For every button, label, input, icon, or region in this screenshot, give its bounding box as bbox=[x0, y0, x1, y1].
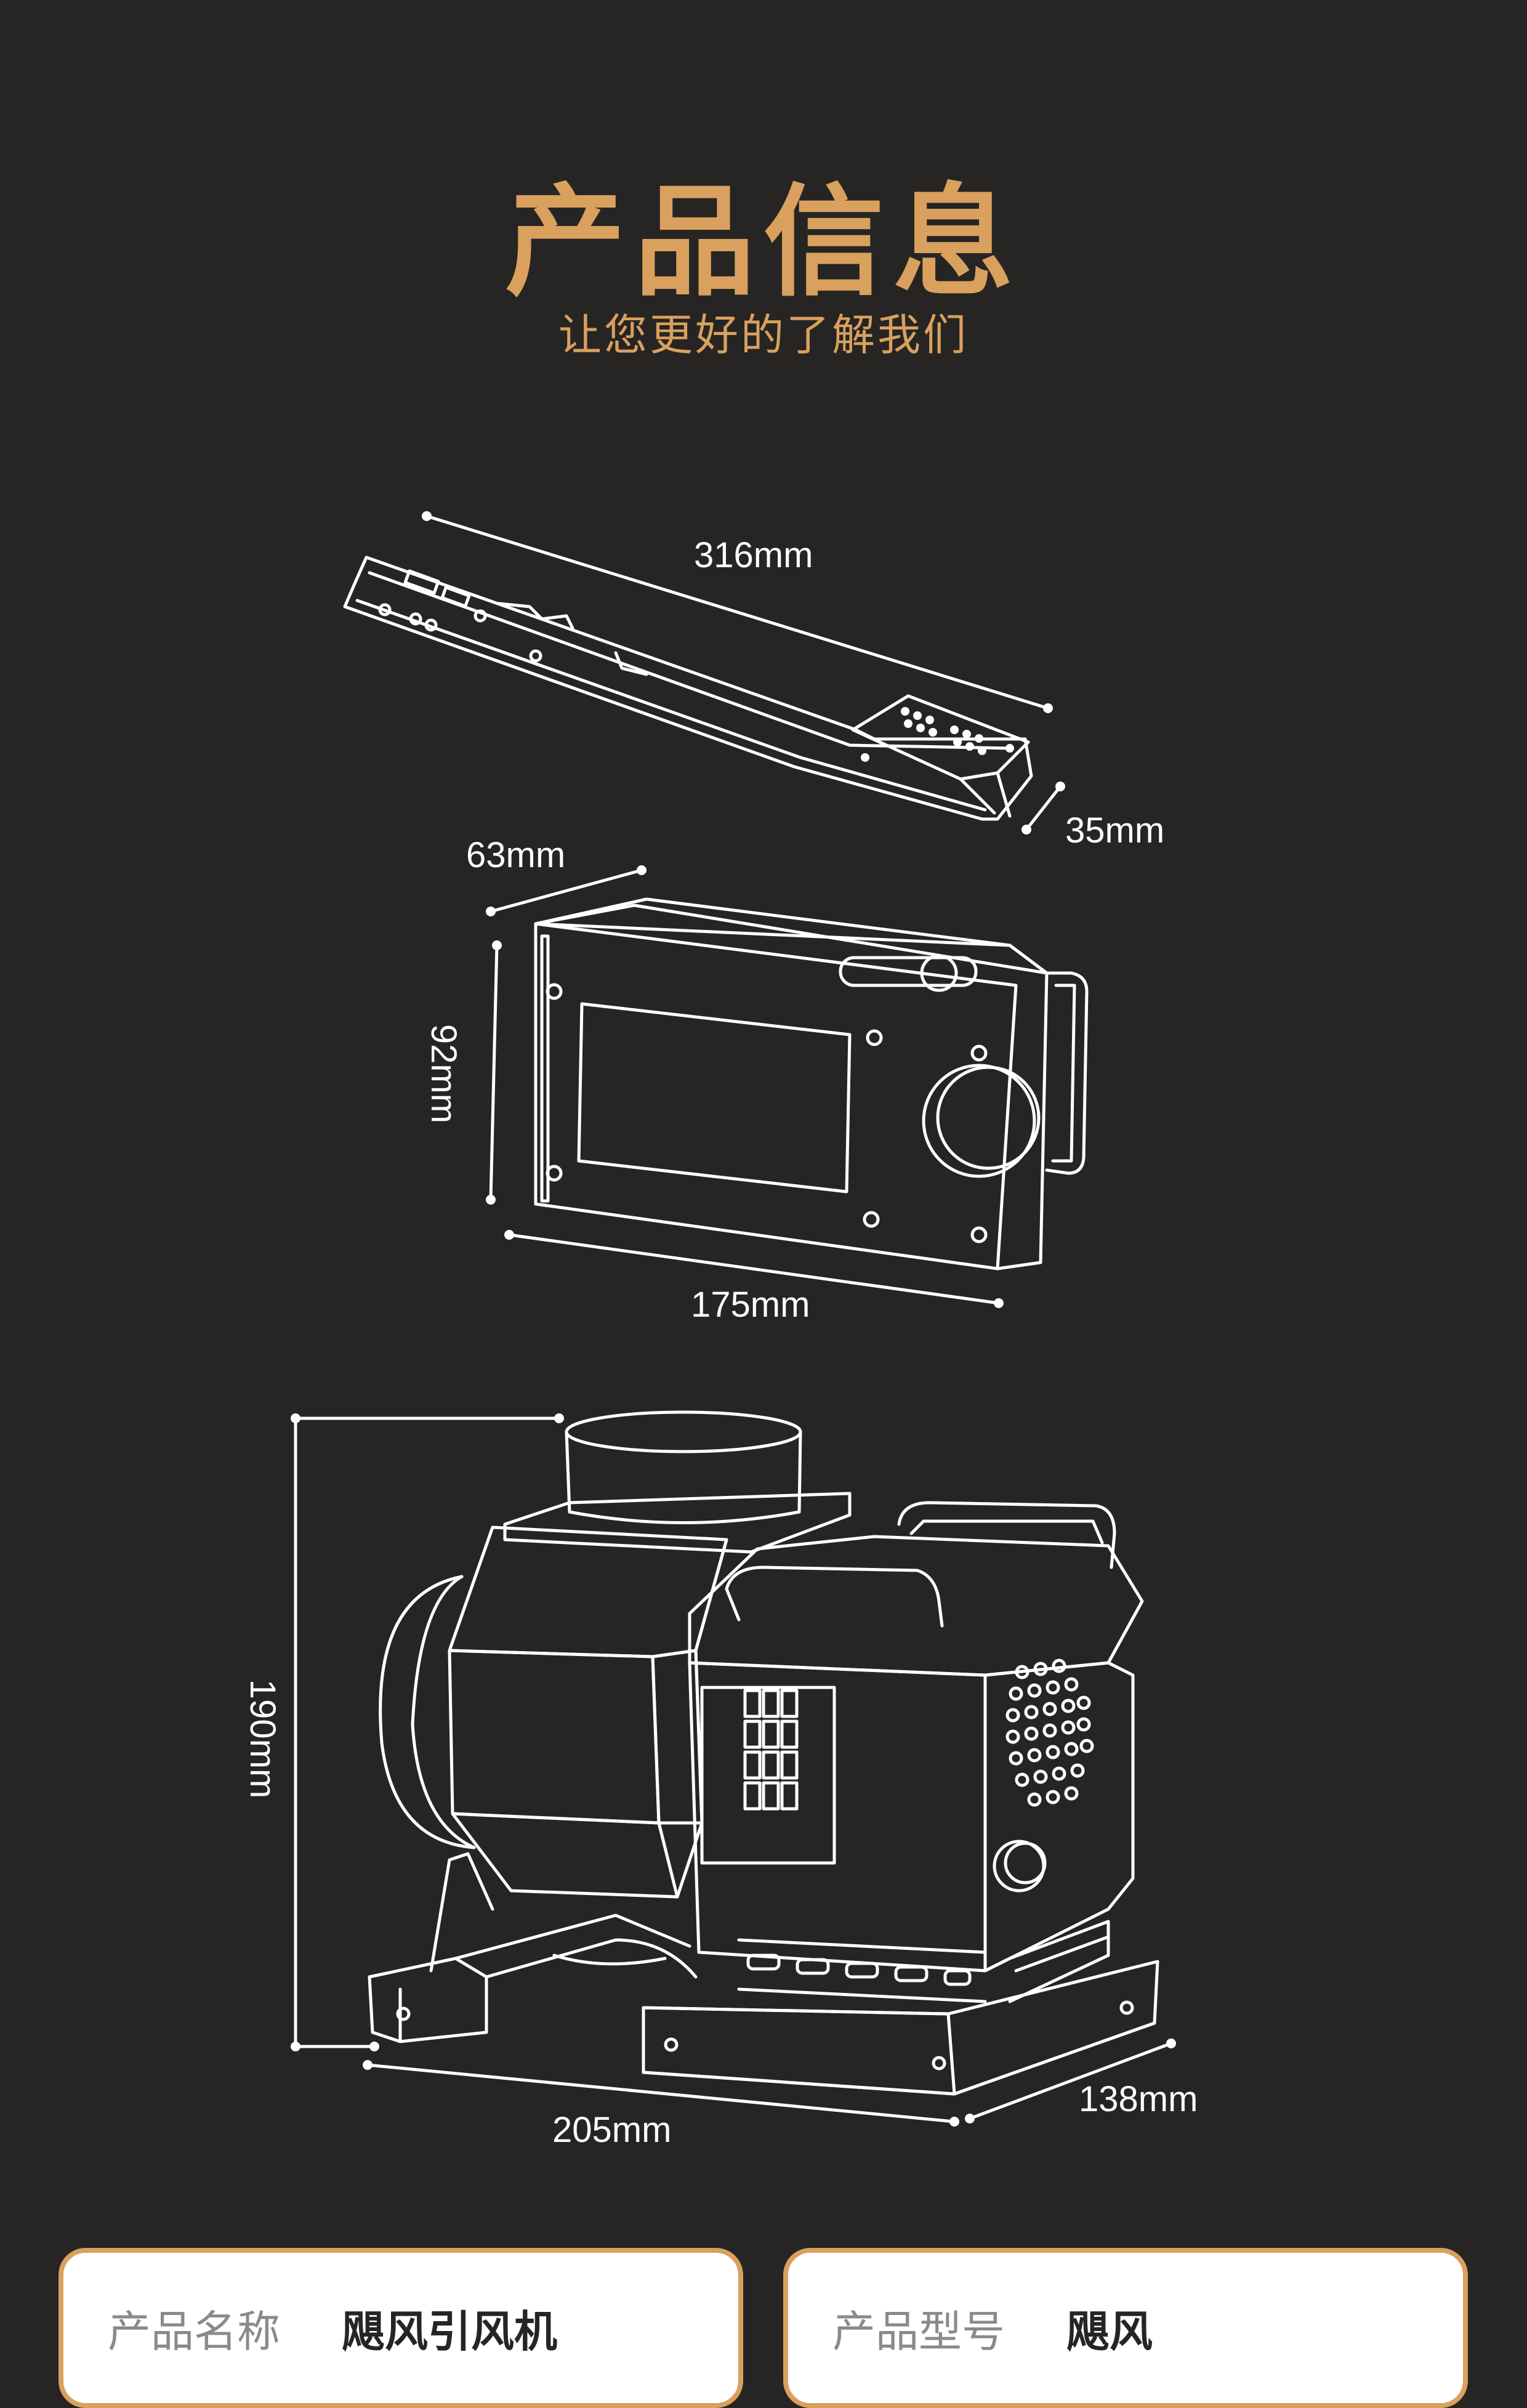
dimension-blower-height: 190mm bbox=[243, 1679, 283, 1799]
dimension-controller-height: 92mm bbox=[424, 1024, 464, 1124]
spec-value: 飓风引风机 bbox=[342, 2306, 557, 2357]
dimension-blower-depth: 138mm bbox=[1079, 2079, 1198, 2119]
spec-card-product-model: 产品型号 飓风 bbox=[783, 2248, 1468, 2408]
spec-value: 飓风 bbox=[1066, 2306, 1153, 2357]
dimension-controller-depth: 63mm bbox=[466, 835, 566, 875]
spec-label: 产品型号 bbox=[832, 2306, 1005, 2357]
dimension-rail-height: 35mm bbox=[1065, 810, 1165, 850]
spec-label: 产品名称 bbox=[108, 2306, 280, 2357]
dimension-controller-width: 175mm bbox=[691, 1285, 810, 1325]
blower-drawing bbox=[291, 1410, 1176, 2127]
dimension-blower-width: 205mm bbox=[552, 2110, 672, 2150]
page-subtitle: 让您更好的了解我们 bbox=[558, 310, 969, 360]
page-title: 产品信息 bbox=[504, 172, 1022, 313]
spec-card-product-name: 产品名称 飓风引风机 bbox=[58, 2248, 743, 2408]
dimension-rail-length: 316mm bbox=[694, 535, 813, 575]
rail-drawing bbox=[343, 511, 1065, 834]
controller-drawing bbox=[486, 865, 1089, 1308]
